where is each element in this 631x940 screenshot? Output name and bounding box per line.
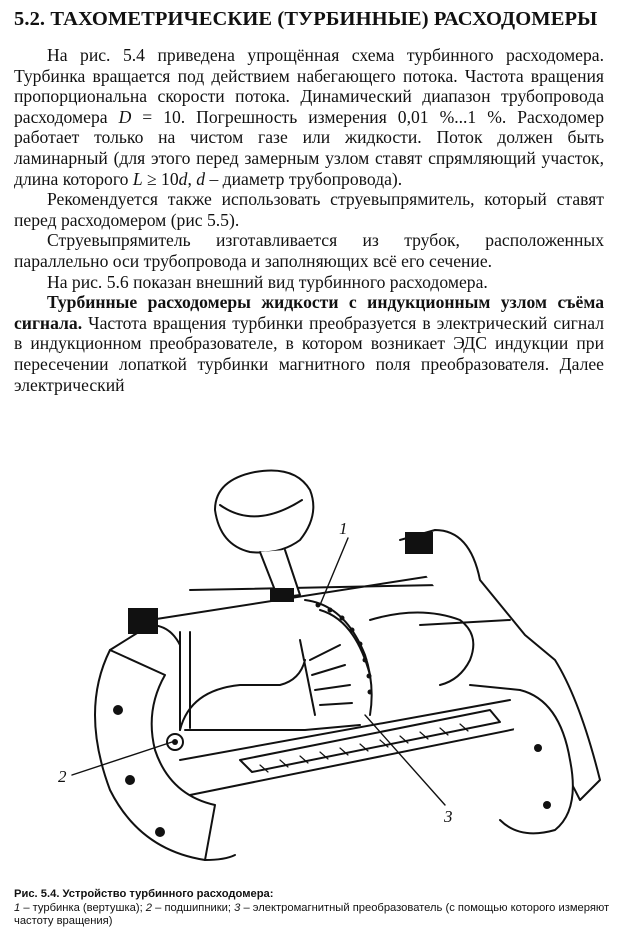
left-flange-bolt [128, 608, 158, 634]
rod [419, 619, 511, 626]
front-support [179, 631, 191, 731]
run-in-heading: Турбинные расходомеры жидкости с индукци… [14, 292, 604, 333]
converter-housing [214, 469, 315, 554]
callout-2-leader [71, 741, 173, 776]
turbine-ring-outer [304, 599, 373, 716]
pipe-inner-top [149, 569, 471, 621]
paragraph-turbine-scheme: На рис. 5.4 приведена упрощённая схема т… [14, 45, 604, 189]
text-run: ≥ 10 [142, 168, 179, 189]
turbine-hub [299, 639, 316, 716]
symbol-d: d [196, 168, 206, 189]
right-flange-lower [499, 689, 574, 835]
paragraph-flow-straightener-recommend: Рекомендуется также использовать струевы… [14, 189, 604, 230]
symbol-L: L [132, 168, 143, 189]
caption-title: Рис. 5.4. Устройство турбинного расходом… [14, 888, 274, 900]
right-flange-hole [543, 801, 551, 809]
caption-item-text: – электромагнитный преобразователь (с по… [14, 901, 610, 928]
text-run: = 10. Погрешность измерения 0,01 %...1 %… [14, 106, 604, 189]
figure-caption: Рис. 5.4. Устройство турбинного расходом… [14, 888, 614, 929]
left-flange-hole [125, 775, 135, 785]
pipe-top-edge [189, 584, 441, 591]
symbol-d: d [178, 168, 188, 189]
right-flange-bolt [405, 532, 433, 554]
caption-item-number: 3 [234, 901, 241, 914]
turbine-flowmeter-drawing: 1 2 3 [58, 469, 601, 861]
callout-1-leader [319, 537, 349, 606]
right-flange-hole [534, 744, 542, 752]
caption-item-text: – турбинка (вертушка); [20, 901, 146, 914]
callout-1-label: 1 [339, 519, 348, 538]
pipe-bottom-edge [179, 699, 511, 761]
body-text: На рис. 5.4 приведена упрощённая схема т… [14, 45, 604, 395]
paragraph-fig-reference: На рис. 5.6 показан внешний вид турбинно… [47, 271, 488, 292]
bearing-center [172, 739, 178, 745]
caption-item-text: – подшипники; [152, 901, 235, 914]
text-run: На рис. 5.4 приведена упрощённая схема т… [14, 45, 604, 127]
caption-item-number: 2 [145, 901, 153, 914]
left-flange [94, 649, 216, 861]
left-flange-edge [204, 854, 236, 861]
paragraph-induction-flowmeters: Турбинные расходомеры жидкости с индукци… [14, 292, 604, 395]
paragraph-flow-straightener-construction: Струевыпрямитель изготавливается из труб… [14, 230, 604, 271]
callout-3-label: 3 [443, 807, 453, 826]
left-flange-hole [113, 705, 123, 715]
left-flange-hole [155, 827, 165, 837]
callout-3-leader [364, 714, 446, 806]
turbine-blades [309, 644, 353, 706]
text-run: , [187, 168, 197, 189]
symbol-D: D [118, 106, 132, 127]
callout-2-label: 2 [58, 767, 67, 786]
section-heading: 5.2. ТАХОМЕТРИЧЕСКИЕ (ТУРБИННЫЕ) РАСХОДО… [14, 8, 598, 30]
text-run: – диаметр трубопровода). [205, 168, 403, 189]
wall-hatching [259, 723, 469, 773]
converter-tip [270, 588, 294, 602]
right-flange-shelf [469, 684, 521, 691]
outlet-fairing [369, 611, 475, 686]
turbine-flowmeter-figure: 1 2 3 [40, 460, 620, 880]
bottom-wall [239, 709, 501, 773]
caption-item-number: 1 [14, 901, 21, 914]
flow-straightener-plate [184, 724, 361, 731]
inlet-fairing [179, 659, 306, 731]
pipe-inner-bottom [189, 719, 561, 796]
turbine-ring-perforations [315, 602, 373, 695]
text-run: Частота вращения турбинки преобразуется … [14, 312, 604, 395]
housing-seam [219, 499, 303, 518]
